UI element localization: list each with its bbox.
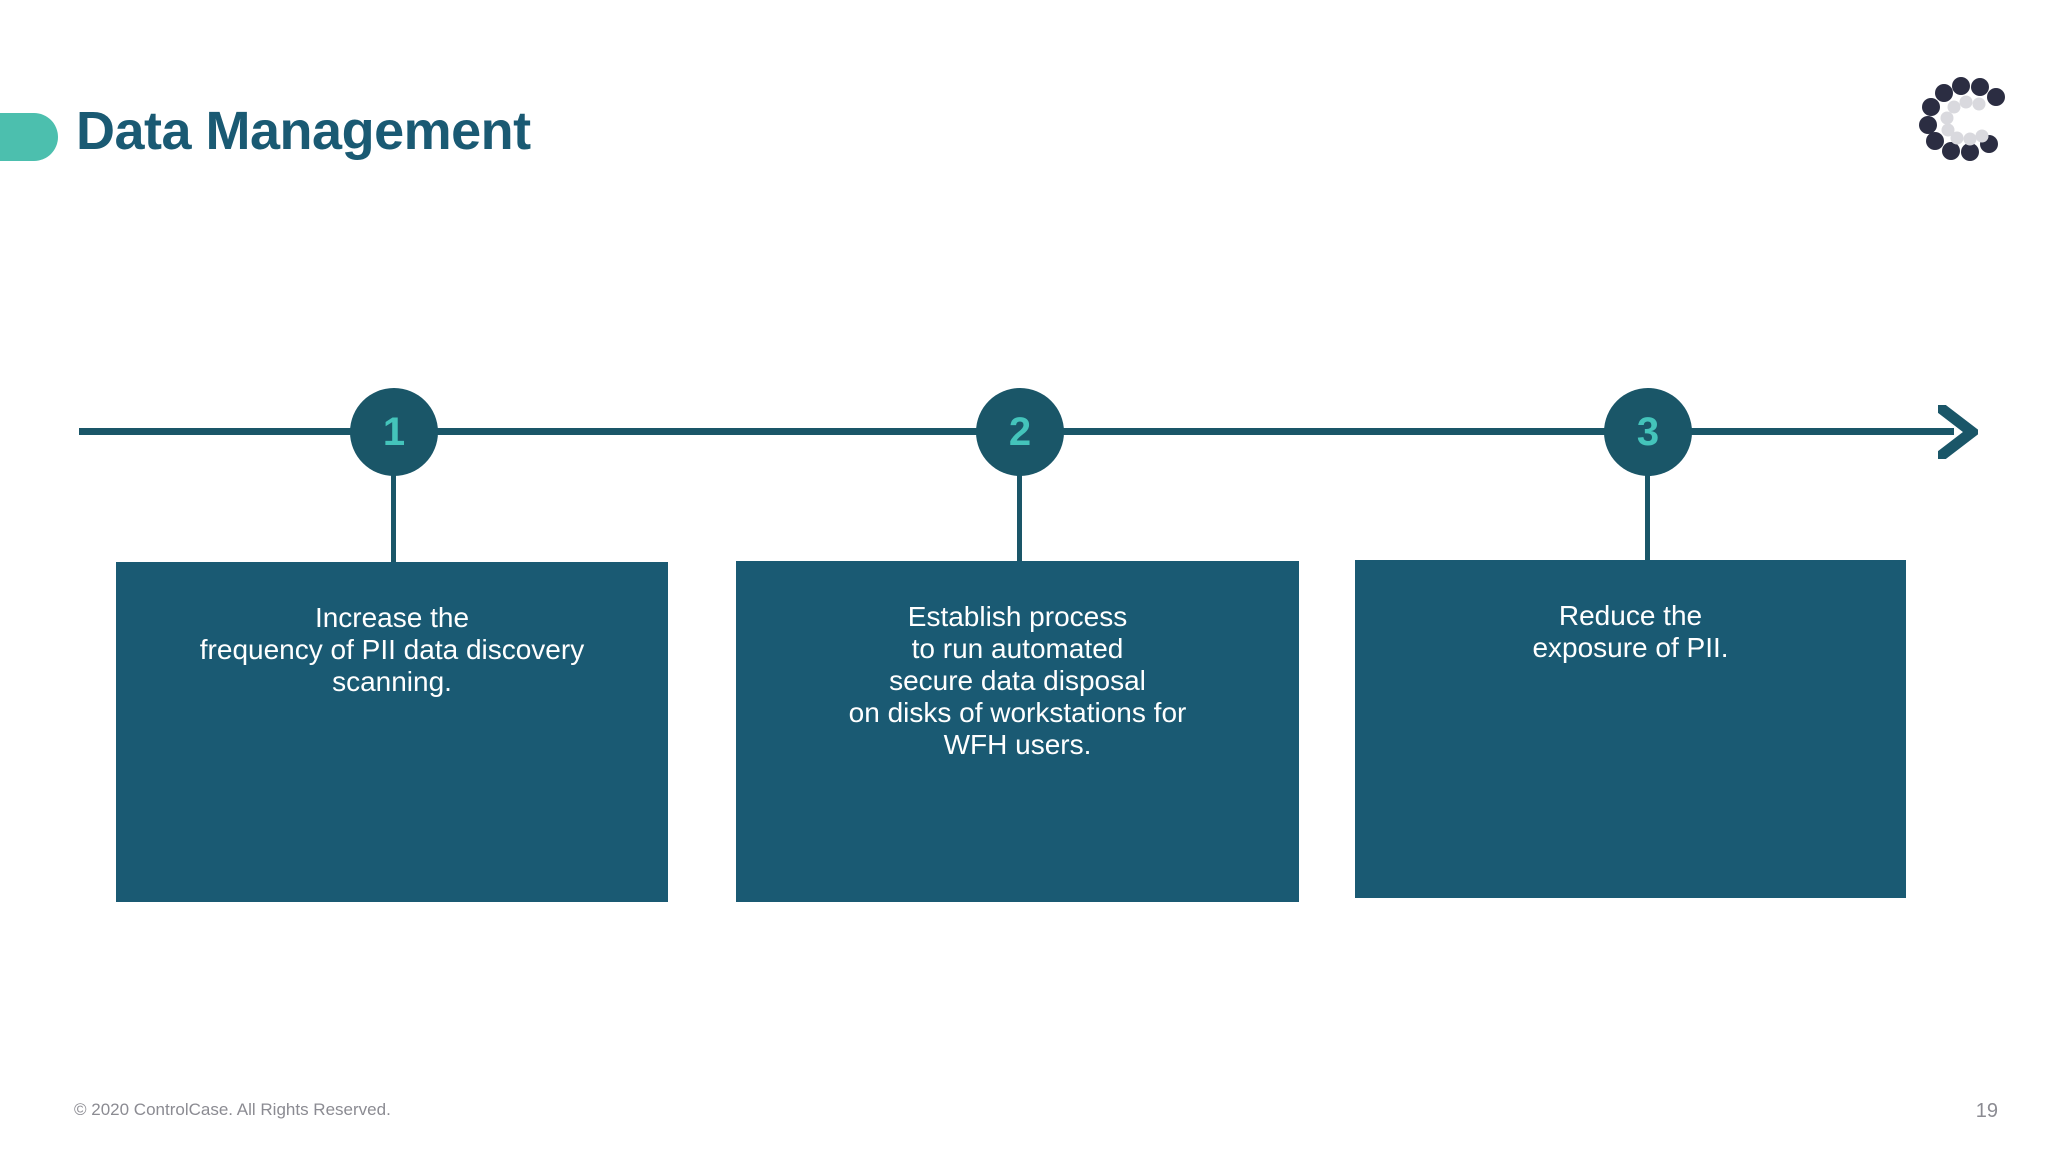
timeline-card-3-text: Reduce the exposure of PII. <box>1532 600 1729 663</box>
slide-header: Data Management <box>0 0 2048 200</box>
timeline-node-1[interactable]: 1 <box>350 388 438 476</box>
page-title: Data Management <box>76 101 531 161</box>
timeline-node-2-number: 2 <box>1008 410 1032 454</box>
timeline-card-1[interactable]: Increase the frequency of PII data disco… <box>116 562 668 902</box>
footer-page-number: 19 <box>1975 1100 1998 1122</box>
timeline-card-1-text: Increase the frequency of PII data disco… <box>199 602 585 697</box>
title-accent-shape <box>0 113 58 161</box>
timeline-card-2[interactable]: Establish process to run automated secur… <box>736 561 1299 902</box>
timeline-connector-2 <box>1017 474 1022 562</box>
timeline-node-3-number: 3 <box>1636 410 1660 454</box>
controlcase-logo <box>1916 76 2012 162</box>
timeline-node-2[interactable]: 2 <box>976 388 1064 476</box>
arrow-right-icon <box>1934 401 1982 463</box>
timeline-card-3[interactable]: Reduce the exposure of PII. <box>1355 560 1906 898</box>
timeline-node-3[interactable]: 3 <box>1604 388 1692 476</box>
timeline-connector-1 <box>391 474 396 563</box>
timeline-connector-3 <box>1645 474 1650 561</box>
timeline-card-2-text: Establish process to run automated secur… <box>848 601 1187 760</box>
footer-copyright: © 2020 ControlCase. All Rights Reserved. <box>74 1100 391 1119</box>
logo-icon <box>1919 77 2005 161</box>
timeline-node-1-number: 1 <box>382 410 406 454</box>
